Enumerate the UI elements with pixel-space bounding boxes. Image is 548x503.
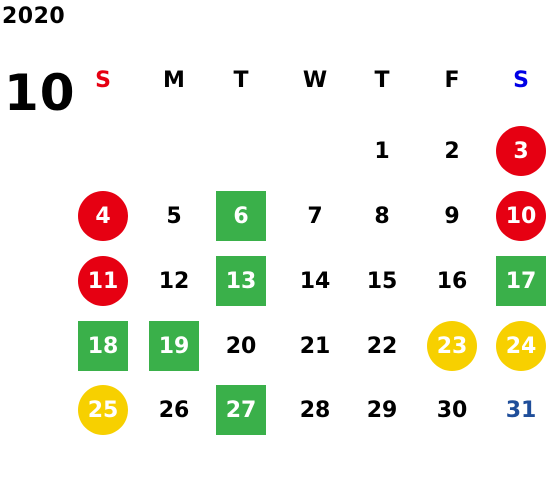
day-cell: 22 bbox=[356, 321, 408, 371]
day-number: 21 bbox=[299, 333, 331, 359]
day-marker-square bbox=[496, 256, 546, 306]
day-number: 17 bbox=[505, 268, 537, 294]
day-cell: 13 bbox=[215, 256, 267, 306]
day-cell: 3 bbox=[495, 126, 547, 176]
day-cell: 12 bbox=[148, 256, 200, 306]
day-number: 7 bbox=[307, 203, 323, 229]
day-cell: 24 bbox=[495, 321, 547, 371]
day-cell: 20 bbox=[215, 321, 267, 371]
day-cell: 4 bbox=[77, 191, 129, 241]
day-marker-square bbox=[216, 191, 266, 241]
day-number: 26 bbox=[158, 397, 190, 423]
day-cell: 16 bbox=[426, 256, 478, 306]
day-cell: 8 bbox=[356, 191, 408, 241]
day-cell: 7 bbox=[289, 191, 341, 241]
day-cell: 25 bbox=[77, 385, 129, 435]
day-number: 22 bbox=[366, 333, 398, 359]
day-marker-circle bbox=[78, 256, 128, 306]
day-cell: 21 bbox=[289, 321, 341, 371]
day-marker-circle bbox=[427, 321, 477, 371]
day-cell: 26 bbox=[148, 385, 200, 435]
day-number: 1 bbox=[374, 138, 390, 164]
day-marker-square bbox=[78, 321, 128, 371]
day-marker-square bbox=[216, 256, 266, 306]
day-marker-circle bbox=[78, 191, 128, 241]
day-number: 9 bbox=[444, 203, 460, 229]
day-number: 16 bbox=[436, 268, 468, 294]
day-cell: 11 bbox=[77, 256, 129, 306]
day-marker-square bbox=[149, 321, 199, 371]
day-marker-circle bbox=[496, 191, 546, 241]
day-marker-circle bbox=[496, 126, 546, 176]
day-number: 11 bbox=[87, 268, 119, 294]
day-marker-circle bbox=[496, 321, 546, 371]
day-number: 18 bbox=[87, 333, 119, 359]
day-number: 20 bbox=[225, 333, 257, 359]
weekday-sunday: S bbox=[95, 68, 111, 93]
day-number: 28 bbox=[299, 397, 331, 423]
day-cell: 15 bbox=[356, 256, 408, 306]
day-cell: 31 bbox=[495, 385, 547, 435]
day-cell: 18 bbox=[77, 321, 129, 371]
day-cell: 27 bbox=[215, 385, 267, 435]
day-marker-circle bbox=[78, 385, 128, 435]
day-cell: 30 bbox=[426, 385, 478, 435]
day-cell: 14 bbox=[289, 256, 341, 306]
day-number: 14 bbox=[299, 268, 331, 294]
day-number: 6 bbox=[233, 203, 249, 229]
day-number: 10 bbox=[505, 203, 537, 229]
day-number: 24 bbox=[505, 333, 537, 359]
day-cell: 23 bbox=[426, 321, 478, 371]
day-number: 29 bbox=[366, 397, 398, 423]
day-cell: 29 bbox=[356, 385, 408, 435]
weekday-saturday: S bbox=[513, 68, 529, 93]
day-cell: 19 bbox=[148, 321, 200, 371]
day-cell: 5 bbox=[148, 191, 200, 241]
month-number: 10 bbox=[4, 64, 76, 122]
day-number: 8 bbox=[374, 203, 390, 229]
day-number: 27 bbox=[225, 397, 257, 423]
day-number: 13 bbox=[225, 268, 257, 294]
day-number: 23 bbox=[436, 333, 468, 359]
day-number: 2 bbox=[444, 138, 460, 164]
weekday-monday: M bbox=[163, 68, 185, 93]
year-label: 2020 bbox=[2, 4, 66, 29]
day-number: 25 bbox=[87, 397, 119, 423]
weekday-thursday: T bbox=[374, 68, 390, 93]
day-number: 4 bbox=[95, 203, 111, 229]
weekday-wednesday: W bbox=[302, 68, 328, 93]
day-cell: 2 bbox=[426, 126, 478, 176]
weekday-friday: F bbox=[444, 68, 460, 93]
day-number: 15 bbox=[366, 268, 398, 294]
day-marker-square bbox=[216, 385, 266, 435]
day-number: 3 bbox=[513, 138, 529, 164]
day-number: 5 bbox=[166, 203, 182, 229]
day-cell: 17 bbox=[495, 256, 547, 306]
day-number: 31 bbox=[505, 397, 537, 423]
day-number: 30 bbox=[436, 397, 468, 423]
day-cell: 6 bbox=[215, 191, 267, 241]
weekday-tuesday: T bbox=[233, 68, 249, 93]
day-cell: 9 bbox=[426, 191, 478, 241]
day-cell: 1 bbox=[356, 126, 408, 176]
day-number: 19 bbox=[158, 333, 190, 359]
day-cell: 28 bbox=[289, 385, 341, 435]
day-cell: 10 bbox=[495, 191, 547, 241]
day-number: 12 bbox=[158, 268, 190, 294]
